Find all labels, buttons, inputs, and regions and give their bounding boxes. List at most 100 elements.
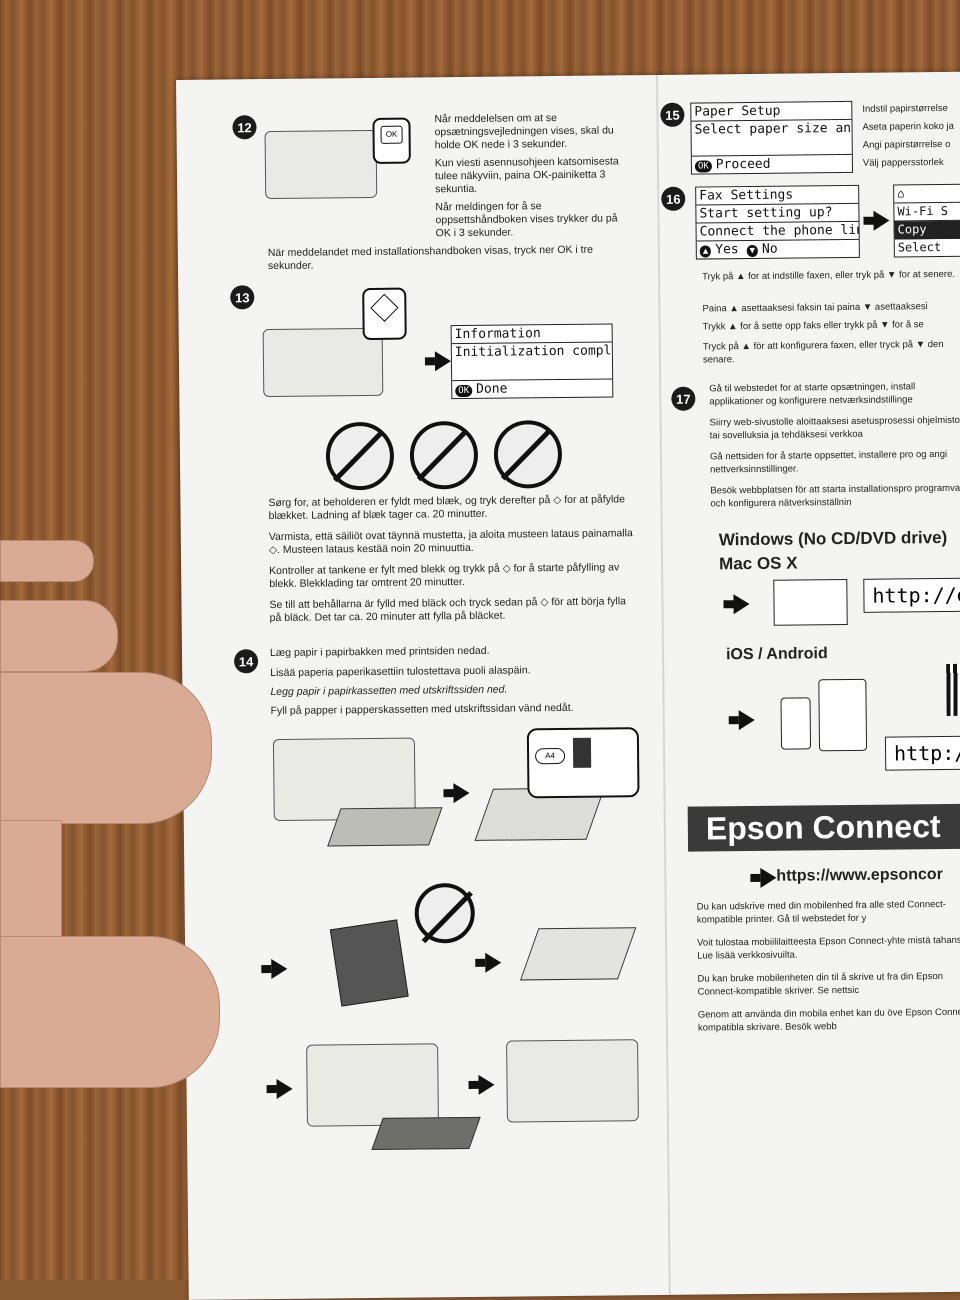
ok-icon: OK — [694, 160, 712, 173]
printer-illustration — [506, 1039, 639, 1123]
step-17-badge: 17 — [671, 386, 696, 411]
lcd-menu-select: Select — [897, 239, 942, 255]
arrow-right-icon — [485, 952, 502, 973]
a4-label: A4 — [535, 747, 566, 765]
paper-stack — [329, 919, 409, 1007]
step-17-text-sv: Besök webbplatsen för att starta install… — [710, 482, 960, 510]
step-16-text-da: Tryk på ▲ for at indstille faxen, eller … — [702, 268, 956, 283]
ok-icon: OK — [455, 384, 473, 398]
phone-icon — [780, 697, 812, 750]
page-fold — [655, 74, 671, 1295]
lcd-title: Paper Setup — [691, 101, 852, 122]
lcd-proceed-label: Proceed — [715, 156, 771, 173]
epson-connect-url: https://www.epsoncor — [776, 866, 943, 885]
step-14-badge: 14 — [233, 649, 259, 674]
paper-cassette-pulled — [327, 807, 443, 847]
up-arrow-icon: ▲ — [699, 245, 712, 258]
loaded-cassette — [519, 927, 637, 981]
step-12-text-no: Når meldingen for å se oppsettshåndboken… — [435, 200, 618, 240]
finger — [0, 540, 94, 582]
step-13-badge: 13 — [230, 285, 255, 310]
step-17-text-fi: Siirry web-sivustolle aloittaaksesi aset… — [709, 414, 960, 442]
step-15-line-sv: Välj pappersstorlek — [862, 156, 944, 169]
arrow-right-icon — [760, 867, 777, 888]
lcd-message-2: Connect the phone line — [696, 221, 859, 242]
lcd-yes-label: Yes — [715, 242, 739, 258]
lcd-done-label: Done — [476, 381, 508, 397]
step-16-text-sv: Tryck på ▲ för att konfigurera faxen, el… — [702, 338, 944, 366]
lcd-title: Fax Settings — [696, 185, 859, 206]
step-14-text-da: Læg papir i papirbakken med printsiden n… — [269, 644, 490, 660]
lcd-menu-wifi: Wi-Fi S — [894, 202, 960, 222]
no-fanning-icon — [414, 882, 476, 944]
lcd-message-1: Start setting up? — [696, 203, 859, 224]
lcd-message: Initialization complete. — [451, 342, 613, 382]
epson-connect-banner: Epson Connect — [687, 803, 960, 852]
step-15-line-fi: Aseta paperin koko ja — [862, 120, 954, 133]
step-17-text-no: Gå nettsiden for å starte oppsettet, ins… — [709, 448, 948, 476]
lcd-title: Information — [451, 324, 612, 345]
arrow-right-icon — [478, 1074, 495, 1095]
epson-connect-text-sv: Genom att använda din mobila enhet kan d… — [697, 1006, 960, 1034]
step-13-text-no: Kontroller at tankene er fylt med blekk … — [269, 561, 620, 591]
step-14-text-no: Legg papir i papirkassetten med utskrift… — [270, 683, 508, 699]
arrow-right-icon — [738, 709, 755, 731]
mac-heading: Mac OS X — [718, 553, 798, 574]
thumb — [0, 936, 220, 1088]
windows-heading: Windows (No CD/DVD drive) — [718, 527, 948, 550]
step-12-text-da: Når meddelelsen om at se opsætningsvejle… — [434, 112, 614, 152]
prohibited-unplug-icon — [409, 420, 479, 490]
ok-button-callout: OK — [372, 117, 411, 164]
diamond-icon — [370, 293, 399, 322]
mobile-url-box: http://e — [884, 735, 960, 771]
step-12-text-fi: Kun viesti asennusohjeen katsomisesta tu… — [434, 155, 619, 196]
cassette-insert — [371, 1116, 481, 1151]
arrow-right-icon — [271, 958, 288, 980]
step-13-text-fi: Varmista, että säiliöt ovat täynnä muste… — [268, 527, 633, 557]
start-button-callout — [362, 287, 407, 341]
guide-slider-icon — [572, 737, 592, 768]
lcd-fax-settings-screen: Fax Settings Start setting up? Connect t… — [695, 184, 860, 260]
prohibited-power-off-icon — [493, 419, 563, 489]
setup-url-box: http://ep — [863, 577, 960, 613]
epson-connect-text-fi: Voit tulostaa mobiililaitteesta Epson Co… — [697, 934, 960, 962]
epson-connect-text-da: Du kan udskrive med din mobilenhed fra a… — [696, 898, 946, 926]
finger — [0, 672, 212, 824]
step-13-text-sv: Se till att behållarna är fylld med bläc… — [269, 595, 627, 625]
arrow-right-icon — [276, 1078, 293, 1100]
laptop-icon — [773, 578, 848, 626]
lcd-menu-copy: Copy — [894, 220, 960, 240]
printer-illustration — [306, 1043, 439, 1127]
mobile-heading: iOS / Android — [725, 645, 828, 664]
step-17-text-da: Gå til webstedet for at starte opsætning… — [709, 381, 916, 408]
lcd-home-menu-screen: ⌂ Wi-Fi S Copy Select — [893, 183, 960, 258]
step-16-text-no: Trykk ▲ for å sette opp faks eller trykk… — [702, 319, 924, 333]
step-16-badge: 16 — [661, 186, 686, 211]
step-15-line-da: Indstil papirstørrelse — [862, 102, 948, 115]
lcd-no-label: No — [761, 241, 778, 257]
arrow-right-icon — [453, 782, 470, 804]
palm — [0, 820, 62, 942]
a4-guide-callout: A4 — [526, 727, 640, 799]
printer-illustration — [264, 129, 378, 200]
step-13-text-da: Sørg for, at beholderen er fyldt med blæ… — [268, 493, 625, 523]
step-12-text-sv: När meddelandet med installationshandbok… — [267, 243, 593, 273]
step-12-badge: 12 — [232, 115, 257, 140]
lcd-yes-no-row: ▲Yes ▼No — [697, 240, 859, 259]
step-14-text-fi: Lisää paperia paperikasettiin tulostetta… — [270, 664, 531, 680]
step-14-text-sv: Fyll på papper i papperskassetten med ut… — [270, 701, 574, 718]
tablet-icon — [818, 678, 868, 752]
step-16-text-fi: Paina ▲ asettaaksesi faksin tai paina ▼ … — [702, 301, 928, 315]
home-icon: ⌂ — [894, 184, 960, 204]
step-15-badge: 15 — [660, 102, 685, 127]
arrow-right-icon — [434, 351, 452, 372]
instruction-sheet: 12 OK Når meddelelsen om at se opsætning… — [176, 71, 960, 1300]
lcd-message: Select paper size and — [691, 119, 852, 157]
ok-key-icon: OK — [380, 125, 403, 144]
qr-code-icon — [946, 663, 960, 716]
finger — [0, 600, 118, 672]
down-arrow-icon: ▼ — [746, 244, 759, 258]
